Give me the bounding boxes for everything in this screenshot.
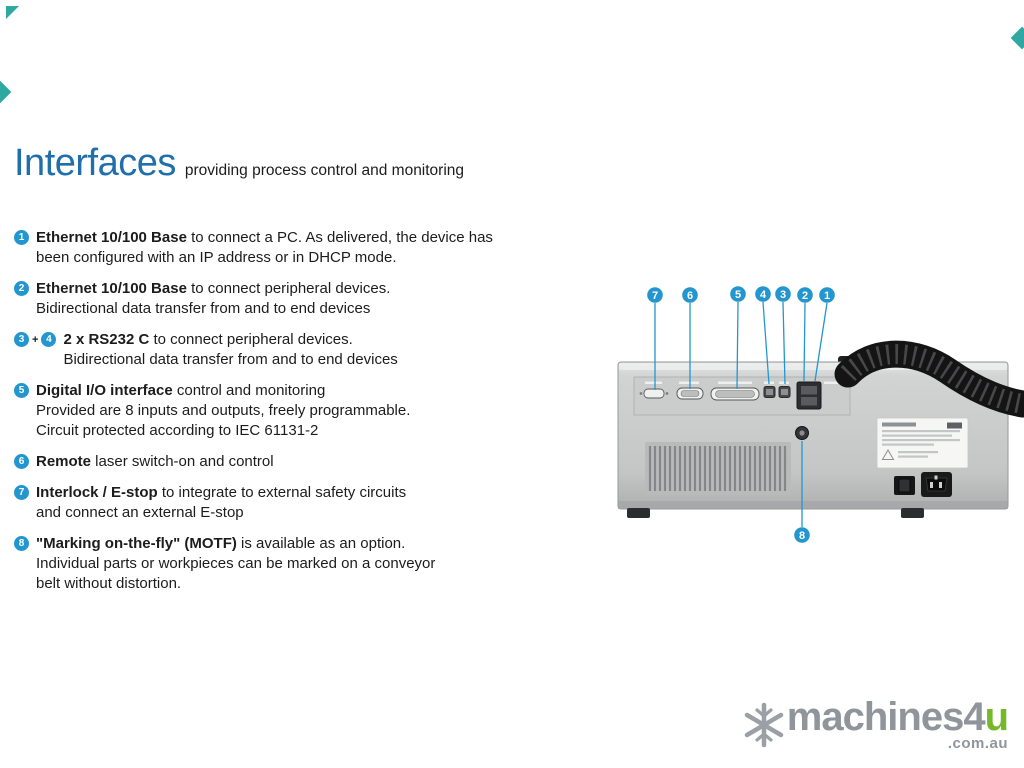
item-text: Ethernet 10/100 Base to connect a PC. As… (36, 228, 493, 268)
interface-item-7: 7 Interlock / E-stop to integrate to ext… (14, 483, 554, 523)
logo-brand: machines4u (786, 695, 1009, 739)
item-bold: Ethernet 10/100 Base (36, 280, 187, 297)
interface-item-2: 2 Ethernet 10/100 Base to connect periph… (14, 279, 554, 319)
interface-item-3-4: 3+4 2 x RS232 C to connect peripheral de… (14, 330, 554, 370)
interlock-connector (639, 388, 669, 399)
motf-connector (795, 426, 809, 440)
item-bold: Ethernet 10/100 Base (36, 229, 187, 246)
callout-badge-7 (647, 287, 663, 303)
item-bold: Remote (36, 453, 92, 470)
interface-item-1: 1 Ethernet 10/100 Base to connect a PC. … (14, 228, 554, 268)
callout-badges: 7 6 5 4 3 2 1 8 (647, 286, 835, 543)
item-badges: 8 (14, 534, 29, 551)
item-text: Digital I/O interface control and monito… (36, 381, 410, 441)
item-number-badge: 3 (14, 332, 29, 347)
item-badges: 2 (14, 279, 29, 296)
item-badges: 5 (14, 381, 29, 398)
item-text: Remote laser switch-on and control (36, 452, 274, 472)
callout-badge-3 (775, 286, 791, 302)
remote-db9-connector (676, 387, 704, 400)
item-bold: Interlock / E-stop (36, 484, 158, 501)
logo-brand-gray: machines4 (786, 695, 986, 739)
item-text: Interlock / E-stop to integrate to exter… (36, 483, 406, 523)
item-bold: "Marking on-the-fly" (MOTF) (36, 535, 237, 552)
page-subtitle: providing process control and monitoring (184, 162, 465, 179)
item-number-badge: 8 (14, 536, 29, 551)
type-label-sticker (876, 417, 969, 469)
callout-badge-4 (755, 286, 771, 302)
power-inlet (921, 472, 952, 497)
device-rear-illustration: 7 6 5 4 3 2 1 8 (617, 286, 1024, 543)
corrugated-hose (834, 340, 1024, 418)
interface-item-6: 6 Remote laser switch-on and control (14, 452, 554, 472)
item-text: Ethernet 10/100 Base to connect peripher… (36, 279, 390, 319)
ethernet-ports (796, 381, 822, 410)
callout-badge-6 (682, 287, 698, 303)
item-number-badge: 1 (14, 230, 29, 245)
item-text: "Marking on-the-fly" (MOTF) is available… (36, 534, 435, 594)
callout-badge-5 (730, 286, 746, 302)
item-number-badge: 5 (14, 383, 29, 398)
item-rest: laser switch-on and control (91, 453, 274, 470)
snowflake-icon (744, 702, 784, 747)
interface-list: 1 Ethernet 10/100 Base to connect a PC. … (14, 228, 554, 594)
item-number-badge: 2 (14, 281, 29, 296)
callout-lines (654, 301, 828, 527)
device-bottom-edge (618, 501, 1008, 509)
item-badges: 3+4 (14, 330, 57, 347)
item-rest: to connect a PC. As delivered, the devic… (36, 229, 493, 266)
callout-badge-8 (794, 527, 810, 543)
item-text: 2 x RS232 C to connect peripheral device… (63, 330, 397, 370)
watermark-mark-left (0, 80, 12, 104)
item-bold: 2 x RS232 C (63, 331, 150, 348)
vent-grille (645, 442, 791, 495)
callout-number-7: 7 (652, 290, 658, 302)
callout-number-3: 3 (780, 289, 786, 301)
callout-number-4: 4 (760, 289, 767, 301)
item-rest: is available as an option. Individual pa… (36, 535, 436, 592)
logo-domain: .com.au (947, 735, 1008, 752)
item-rest: to connect peripheral devices. Bidirecti… (36, 280, 391, 317)
item-badges: 1 (14, 228, 29, 245)
logo-text: machines4u .com.au (786, 695, 1009, 752)
digital-io-db25-connector (710, 387, 760, 401)
page-header: Interfaces providing process control and… (14, 142, 464, 185)
item-rest: to integrate to external safety circuits… (36, 484, 407, 521)
machines4u-logo: machines4u .com.au (743, 695, 1009, 752)
item-number-badge: 4 (41, 332, 57, 347)
device-foot-left (627, 508, 650, 518)
badge-joiner: + (32, 333, 39, 346)
callout-number-2: 2 (802, 290, 808, 302)
callout-number-6: 6 (687, 290, 693, 302)
item-badges: 7 (14, 483, 29, 500)
callout-number-1: 1 (824, 290, 830, 302)
item-badges: 6 (14, 452, 29, 469)
watermark-mark-right (1010, 26, 1024, 50)
item-rest: control and monitoring Provided are 8 in… (36, 382, 411, 439)
item-bold: Digital I/O interface (36, 382, 173, 399)
callout-number-8: 8 (799, 530, 805, 542)
item-rest: to connect peripheral devices. Bidirecti… (63, 331, 398, 368)
device-foot-right (901, 508, 924, 518)
interface-item-5: 5 Digital I/O interface control and moni… (14, 381, 554, 441)
callout-badge-1 (819, 287, 835, 303)
device-rear-figure: 7 6 5 4 3 2 1 8 (600, 278, 1024, 556)
page-title: Interfaces (14, 142, 176, 184)
item-number-badge: 7 (14, 485, 29, 500)
item-number-badge: 6 (14, 454, 29, 469)
logo-brand-accent: u (984, 695, 1009, 739)
callout-number-5: 5 (735, 289, 741, 301)
power-switch (894, 476, 915, 495)
interface-item-8: 8 "Marking on-the-fly" (MOTF) is availab… (14, 534, 554, 594)
callout-badge-2 (797, 287, 813, 303)
warning-triangle-icon (881, 449, 895, 460)
watermark-mark-topleft (6, 6, 19, 19)
rs232-connectors (763, 386, 791, 398)
